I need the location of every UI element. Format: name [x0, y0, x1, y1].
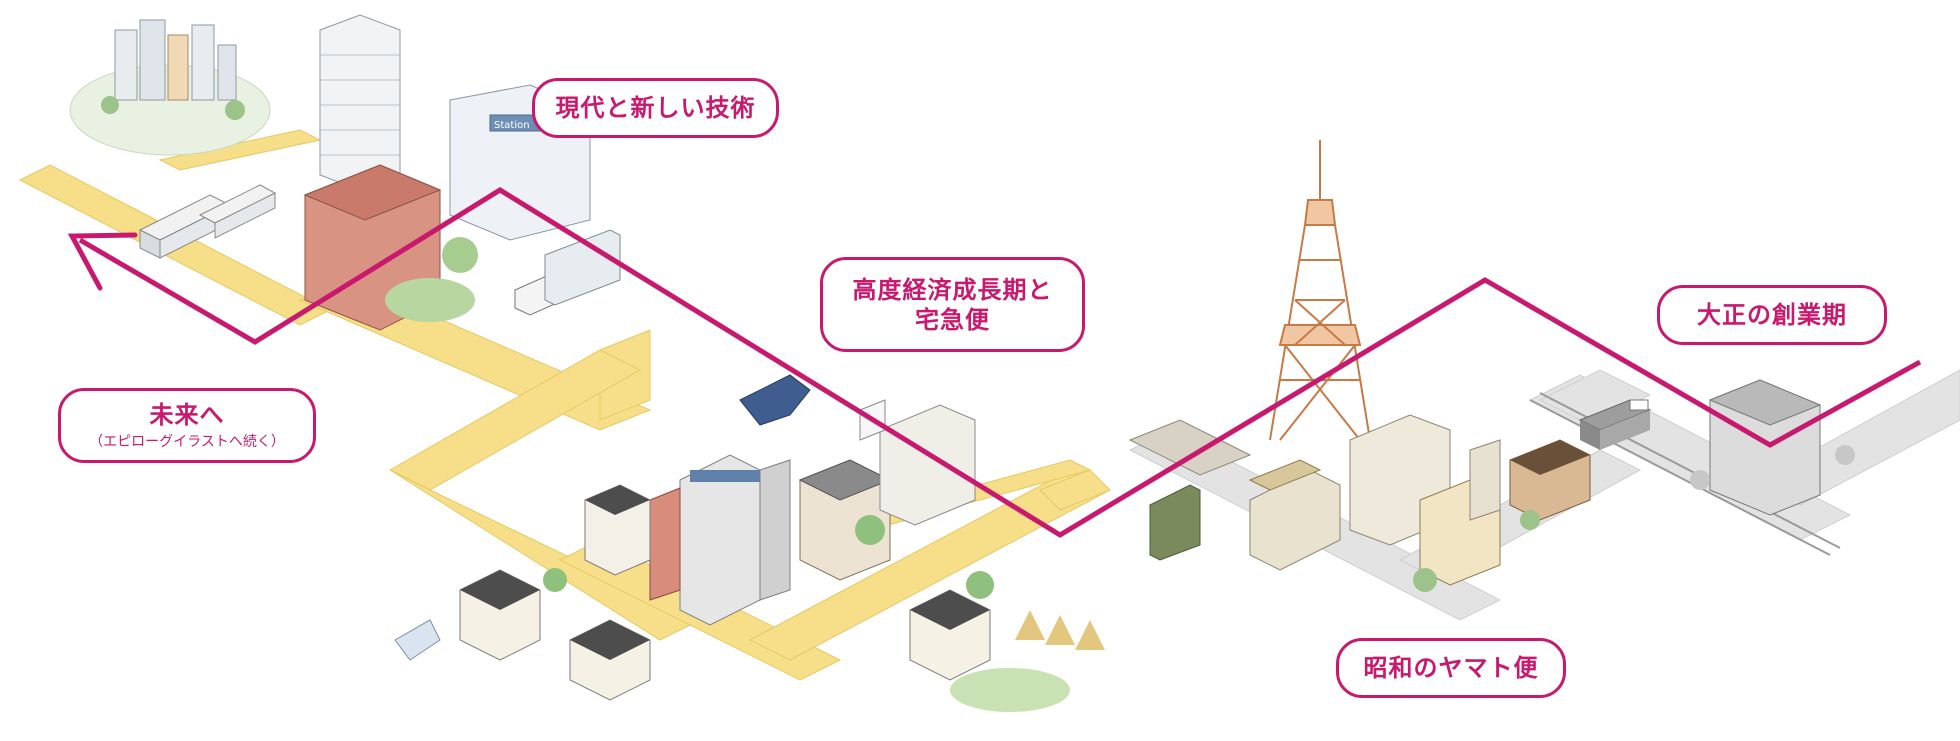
future-city-island [69, 19, 271, 156]
label-modern-tech: 現代と新しい技術 [532, 78, 779, 138]
label-growth-era: 高度経済成長期と 宅急便 [820, 257, 1085, 352]
label-growth-era-line2: 宅急便 [915, 305, 990, 334]
timeline-arrowhead [67, 232, 138, 291]
taisho-district [1578, 379, 1855, 516]
showa-district [1128, 414, 1591, 592]
label-taisho-founding-text: 大正の創業期 [1697, 301, 1847, 329]
tokyo-tower [1269, 140, 1371, 441]
label-future: 未来へ （エピローグイラストへ続く） [58, 388, 316, 463]
label-showa-yamato-text: 昭和のヤマト便 [1363, 654, 1539, 682]
growth-era-town [394, 374, 1105, 712]
label-future-text: 未来へ [149, 400, 225, 429]
label-showa-yamato: 昭和のヤマト便 [1336, 638, 1566, 698]
label-modern-tech-text: 現代と新しい技術 [555, 94, 756, 122]
label-growth-era-line1: 高度経済成長期と [852, 275, 1053, 304]
autonomous-trucks [138, 184, 277, 259]
timeline-line [78, 187, 1922, 538]
station-sign: Station [494, 120, 530, 131]
label-taisho-founding: 大正の創業期 [1657, 285, 1887, 345]
label-future-subtext: （エピローグイラストへ続く） [89, 433, 285, 450]
